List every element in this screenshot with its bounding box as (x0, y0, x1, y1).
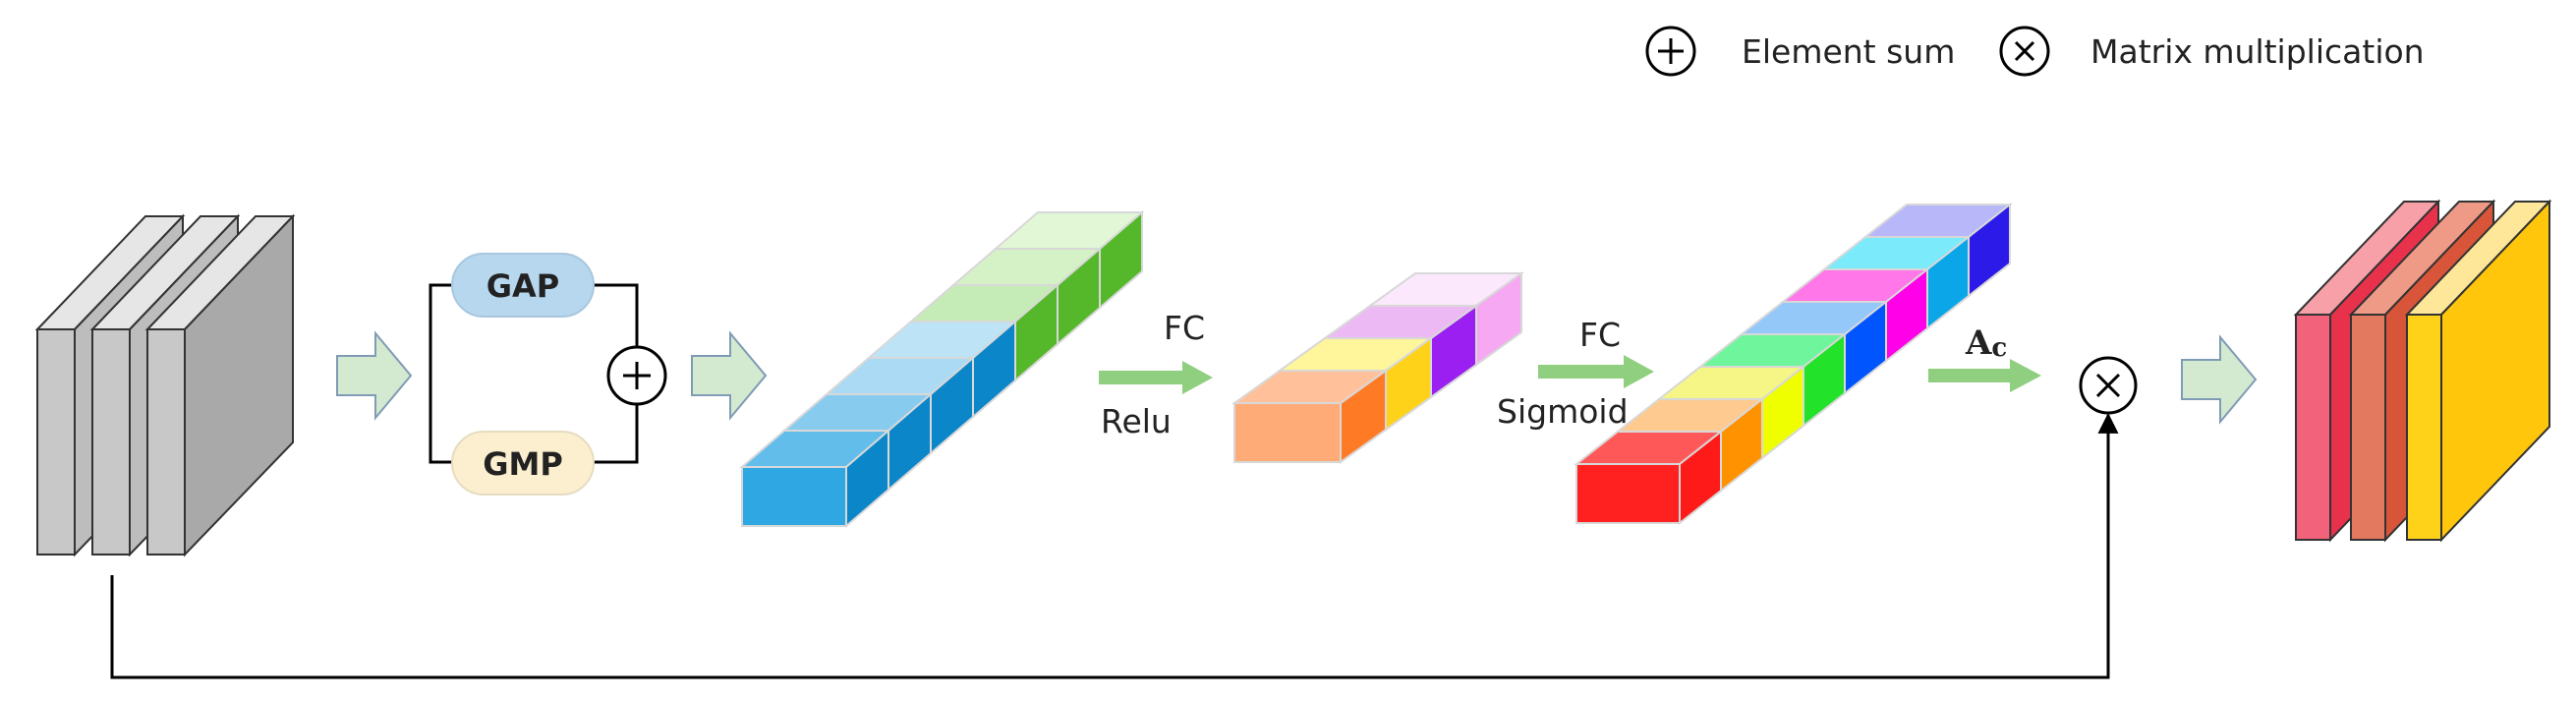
legend-element-sum: Element sum (1742, 32, 1955, 71)
output-map-front (2350, 314, 2386, 541)
legend: Element sum Matrix multiplication (1645, 26, 2425, 77)
channel-vector-reduced (1231, 271, 1525, 464)
channel-vector-pooled (739, 209, 1145, 529)
fc-label-1: FC (1164, 309, 1205, 347)
input-map-3 (144, 213, 296, 557)
flow-arrow-2 (691, 330, 768, 421)
element-sum-node-icon (606, 345, 667, 406)
element-sum-icon (1645, 26, 1696, 77)
ac-step: Ac (1928, 323, 2041, 392)
ac-main: A (1965, 323, 1992, 363)
cube-front (1233, 402, 1342, 463)
ac-label: Ac (1965, 323, 2007, 363)
cube-front (741, 466, 847, 527)
flow-arrow-3 (2181, 334, 2258, 425)
matrix-multiplication-node-icon (2079, 356, 2138, 415)
output-map-front (2406, 314, 2442, 541)
gap-label: GAP (487, 267, 559, 305)
fc-arrow-1 (1099, 361, 1213, 394)
fc-relu-step: FC Relu (1099, 309, 1213, 440)
flow-arrow-1 (336, 330, 413, 421)
sigmoid-label: Sigmoid (1497, 392, 1629, 431)
channel-attention-vector (1574, 202, 2013, 526)
output-map-front (2295, 314, 2331, 541)
fc-sigmoid-step: FC Sigmoid (1497, 316, 1654, 431)
cube-front (1575, 463, 1681, 524)
relu-label: Relu (1101, 402, 1172, 440)
output-map-3 (2404, 199, 2552, 543)
fc-arrow-2 (1538, 355, 1654, 388)
ac-subscript: c (1991, 333, 2007, 363)
matrix-multiplication-icon (1999, 26, 2050, 77)
fc-label-2: FC (1579, 316, 1621, 354)
pooling-branch: GAP GMP (429, 253, 667, 496)
ac-arrow (1928, 359, 2041, 392)
output-feature-maps (2293, 199, 2552, 543)
gmp-block: GMP (451, 431, 595, 496)
legend-matrix-multiplication: Matrix multiplication (2090, 32, 2425, 71)
gmp-label: GMP (483, 445, 563, 483)
skip-connection (110, 412, 2119, 679)
gap-block: GAP (451, 253, 595, 318)
input-feature-maps (34, 213, 296, 557)
